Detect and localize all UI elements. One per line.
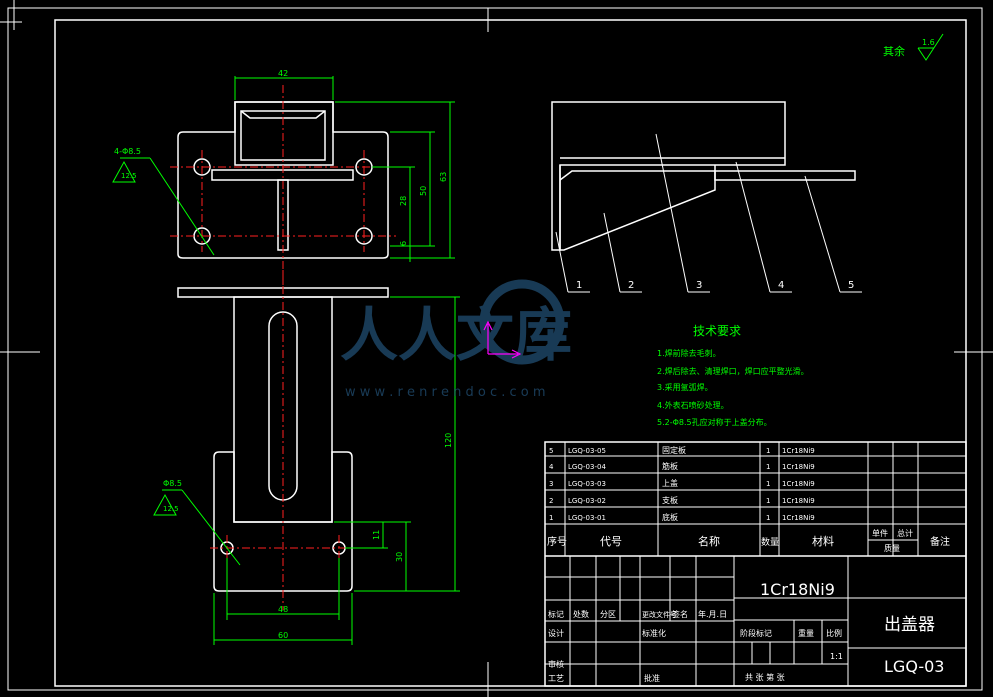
tech-requirements: 技术要求 1.焊前除去毛刺。 2.焊后除去、清理焊口，焊口应平整光滑。 3.采用…: [657, 324, 809, 427]
dim-42: 42: [278, 69, 288, 78]
side-view: [551, 101, 856, 251]
svg-text:共 张 第 张: 共 张 第 张: [745, 672, 785, 682]
svg-text:固定板: 固定板: [662, 445, 686, 455]
watermark-url: w w w . r e n r e n d o c . c o m: [345, 385, 546, 400]
svg-text:1Cr18Ni9: 1Cr18Ni9: [782, 480, 815, 488]
svg-text:LGQ-03-03: LGQ-03-03: [568, 480, 606, 488]
bom-table: 5 LGQ-03-05 固定板 1 1Cr18Ni9 4 LGQ-03-04 筋…: [547, 445, 950, 553]
svg-text:筋板: 筋板: [662, 461, 678, 471]
svg-text:1.6: 1.6: [922, 38, 935, 47]
svg-text:2.焊后除去、清理焊口，焊口应平整光滑。: 2.焊后除去、清理焊口，焊口应平整光滑。: [657, 366, 809, 376]
hole-callout-bottom: Φ8.5: [163, 479, 182, 488]
svg-text:其余: 其余: [883, 44, 905, 58]
svg-text:1Cr18Ni9: 1Cr18Ni9: [782, 447, 815, 455]
svg-text:底板: 底板: [662, 512, 678, 522]
svg-text:总计: 总计: [897, 528, 913, 538]
balloon-2: 2: [628, 280, 634, 291]
dim-63: 63: [439, 172, 448, 182]
svg-text:1: 1: [549, 514, 553, 522]
balloon-4: 4: [778, 280, 784, 291]
dim-28: 28: [399, 196, 408, 206]
svg-text:质量: 质量: [884, 543, 900, 553]
balloon-1: 1: [576, 280, 582, 291]
watermark-logo-text: 人人文库: [340, 301, 572, 369]
svg-text:3: 3: [549, 480, 553, 488]
svg-text:设计: 设计: [548, 628, 564, 638]
svg-text:1Cr18Ni9: 1Cr18Ni9: [782, 514, 815, 522]
svg-text:标记: 标记: [548, 609, 564, 619]
dim-50: 50: [419, 186, 428, 196]
svg-text:5.2-Φ8.5孔应对称于上盖分布。: 5.2-Φ8.5孔应对称于上盖分布。: [657, 417, 772, 427]
svg-text:标准化: 标准化: [642, 628, 666, 638]
svg-text:签名: 签名: [672, 609, 688, 619]
svg-text:1: 1: [766, 447, 770, 455]
svg-text:比例: 比例: [826, 628, 842, 638]
svg-text:4: 4: [549, 463, 554, 471]
svg-text:1Cr18Ni9: 1Cr18Ni9: [782, 497, 815, 505]
svg-text:1: 1: [766, 514, 770, 522]
svg-text:LGQ-03-02: LGQ-03-02: [568, 497, 606, 505]
outer-border: [7, 7, 983, 691]
inner-border: [54, 19, 967, 687]
svg-text:4.外表石喷砂处理。: 4.外表石喷砂处理。: [657, 400, 729, 410]
svg-text:LGQ-03-01: LGQ-03-01: [568, 514, 606, 522]
svg-text:LGQ-03-04: LGQ-03-04: [568, 463, 606, 471]
watermark: 人人文库 w w w . r e n r e n d o c . c o m: [340, 279, 572, 400]
svg-text:1:1: 1:1: [830, 652, 843, 661]
svg-text:审核: 审核: [548, 659, 564, 669]
svg-text:备注: 备注: [930, 535, 950, 548]
svg-text:12.5: 12.5: [163, 505, 179, 513]
dim-6: 6: [399, 241, 408, 246]
svg-text:12.5: 12.5: [121, 172, 137, 180]
title-block: 1Cr18Ni9 出盖器 LGQ-03 标记 处数 分区 更改文件号 签名 年.…: [548, 580, 944, 683]
dim-120: 120: [444, 433, 453, 448]
svg-text:1Cr18Ni9: 1Cr18Ni9: [782, 463, 815, 471]
part-name: 出盖器: [884, 615, 935, 635]
svg-text:LGQ-03-05: LGQ-03-05: [568, 447, 606, 455]
dim-11: 11: [372, 530, 381, 540]
svg-text:处数: 处数: [573, 609, 589, 619]
svg-text:1: 1: [766, 480, 770, 488]
title-block-grid: [544, 441, 967, 687]
svg-text:序号: 序号: [547, 535, 567, 548]
svg-text:上盖: 上盖: [662, 478, 678, 488]
dim-30: 30: [395, 552, 404, 562]
svg-text:年.月.日: 年.月.日: [698, 609, 727, 619]
drawing-number: LGQ-03: [884, 657, 944, 676]
dim-48: 48: [278, 605, 288, 614]
svg-text:1.焊前除去毛刺。: 1.焊前除去毛刺。: [657, 348, 721, 358]
svg-text:分区: 分区: [600, 610, 616, 619]
svg-text:1: 1: [766, 463, 770, 471]
svg-text:材料: 材料: [812, 534, 834, 548]
balloon-3: 3: [696, 280, 702, 291]
svg-text:1: 1: [766, 497, 770, 505]
svg-text:阶段标记: 阶段标记: [740, 628, 772, 638]
svg-text:重量: 重量: [798, 628, 814, 638]
svg-text:技术要求: 技术要求: [693, 324, 741, 338]
svg-text:工艺: 工艺: [548, 674, 564, 683]
svg-text:5: 5: [549, 447, 553, 455]
hole-callout-top: 4-Φ8.5: [114, 147, 141, 156]
material-label: 1Cr18Ni9: [760, 580, 835, 599]
svg-text:代号: 代号: [600, 535, 622, 548]
roughness-note: 其余 1.6: [883, 33, 944, 61]
svg-text:更改文件号: 更改文件号: [642, 610, 677, 619]
svg-text:名称: 名称: [698, 534, 720, 548]
svg-text:支板: 支板: [662, 495, 678, 505]
svg-text:数量: 数量: [761, 536, 779, 548]
dim-60: 60: [278, 631, 288, 640]
balloon-5: 5: [848, 280, 854, 291]
svg-text:3.采用氩弧焊。: 3.采用氩弧焊。: [657, 382, 713, 392]
svg-text:单件: 单件: [872, 528, 888, 538]
svg-text:批准: 批准: [644, 673, 660, 683]
svg-text:2: 2: [549, 497, 553, 505]
